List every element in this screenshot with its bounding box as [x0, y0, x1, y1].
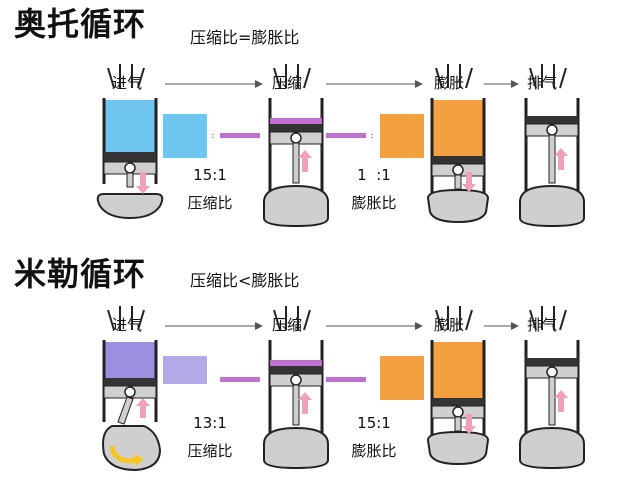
miller-subtitle: 压缩比<膨胀比 [190, 271, 300, 290]
miller-expansion-band [326, 377, 366, 382]
otto-expansion-cylinder [426, 63, 490, 224]
miller-compression-band [220, 377, 260, 382]
miller-compression-cylinder [263, 305, 329, 470]
otto-subtitle: 压缩比=膨胀比 [190, 28, 300, 47]
miller-expansion-cylinder [426, 305, 490, 466]
otto-compression-band [220, 133, 260, 138]
otto-intake-cylinder [96, 63, 164, 220]
miller-intake-cylinder [102, 305, 162, 472]
otto-expansion-ratio-label: 膨胀比 [351, 194, 397, 212]
otto-expansion-band [326, 133, 366, 138]
miller-title: 米勒循环 [14, 255, 147, 293]
miller-expansion-ratio-label: 膨胀比 [351, 442, 397, 460]
miller-expansion-ratio: 15:1 [357, 414, 391, 432]
miller-intake-volume-block [163, 356, 207, 384]
miller-exhaust-cylinder [519, 305, 585, 470]
otto-compression-ratio-label: 压缩比 [187, 194, 233, 212]
miller-expansion-volume-block [380, 356, 424, 400]
otto-expansion-volume-block [380, 114, 424, 158]
otto-title: 奥托循环 [14, 5, 147, 43]
otto-expansion-ratio: 1 :1 [357, 166, 391, 184]
otto-exhaust-cylinder [519, 63, 585, 228]
miller-compression-ratio-label: 压缩比 [187, 442, 233, 460]
otto-compression-ratio: 15:1 [193, 166, 227, 184]
otto-intake-volume-block [163, 114, 207, 158]
otto-compression-cylinder [263, 63, 329, 228]
miller-compression-ratio: 13:1 [193, 414, 227, 432]
